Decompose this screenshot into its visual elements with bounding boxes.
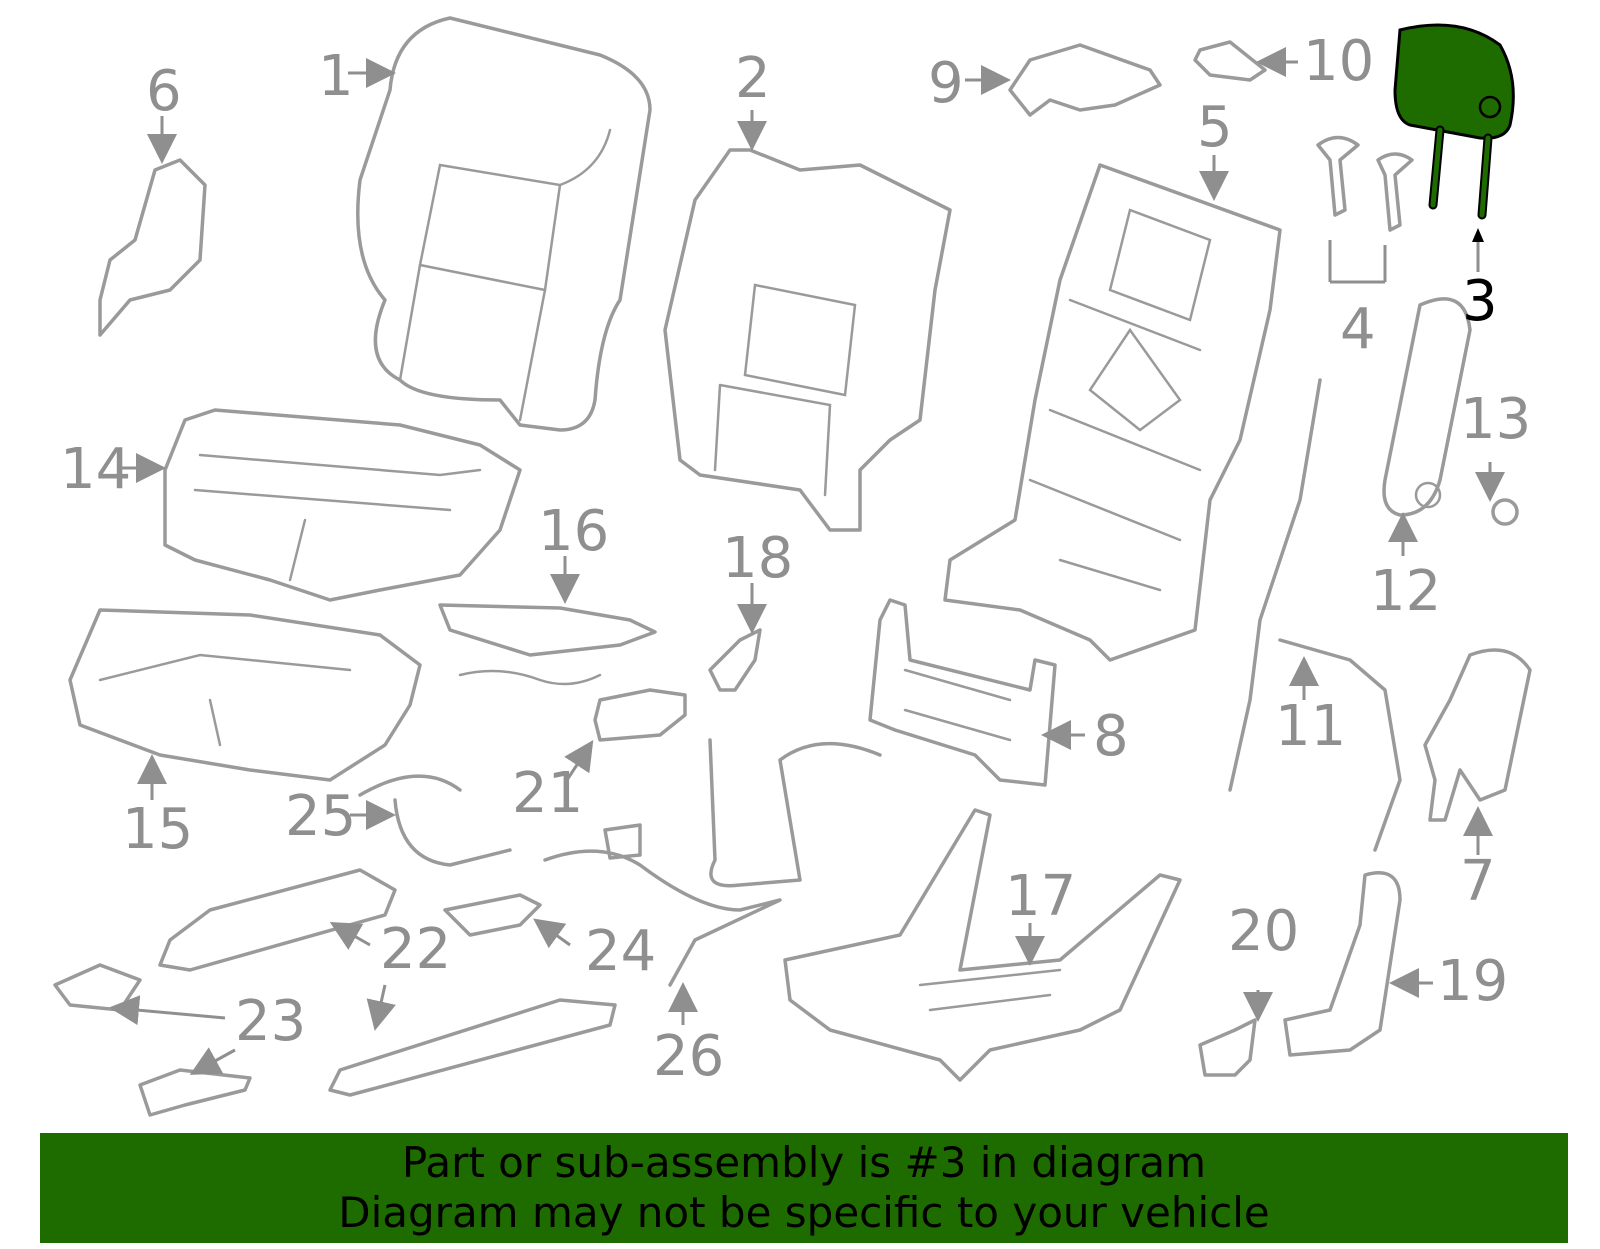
callout-10: 10 [1303,29,1374,94]
part-15-cushion-pad [68,608,422,782]
part-6-side-trim [98,158,207,337]
banner-line-disclaimer: Diagram may not be specific to your vehi… [338,1188,1270,1237]
part-7-side-shield [1423,648,1532,822]
info-banner: Part or sub-assembly is #3 in diagram Di… [40,1133,1568,1243]
callout-15: 15 [122,797,193,862]
callout-20: 20 [1228,899,1299,964]
callout-14: 14 [60,437,131,502]
part-14-cushion-cover [163,408,522,602]
callout-2: 2 [735,46,771,111]
callout-16: 16 [538,499,609,564]
callout-26: 26 [653,1024,724,1089]
part-19-outer-trim [1283,871,1402,1057]
callout-23: 23 [235,989,306,1054]
callout-arrows [109,47,1505,1075]
part-11-cable [1228,378,1402,852]
part-5-seatback-frame [943,163,1282,662]
part-16-pan [438,603,657,686]
callout-6: 6 [146,59,182,124]
part-1-seatback-cover [356,16,652,432]
banner-line-part: Part or sub-assembly is #3 in diagram [401,1138,1207,1187]
part-8-bracket [868,598,1057,787]
part-24-cover [443,893,542,937]
callout-22: 22 [380,917,451,982]
callout-25: 25 [285,784,356,849]
part-26-wire-harness [543,738,882,987]
callout-13: 13 [1460,387,1531,452]
part-3-headrest [1393,23,1515,220]
part-22-seat-track [158,868,617,1097]
part-21-handle [593,688,687,742]
callout-3: 3 [1462,269,1498,334]
callout-8: 8 [1093,704,1129,769]
part-9-cover [1008,43,1162,117]
part-10-clip [1193,40,1267,82]
callout-24: 24 [585,919,656,984]
callout-19: 19 [1437,949,1508,1014]
callout-17: 17 [1005,864,1076,929]
callout-12: 12 [1370,559,1441,624]
callout-4: 4 [1340,297,1376,362]
callout-labels: 1 2 3 4 5 6 7 8 9 10 11 12 13 14 15 16 1… [60,29,1531,1089]
part-18-clip [708,628,762,692]
callout-11: 11 [1275,694,1346,759]
part-12-armrest [1382,297,1472,517]
part-20-cover [1198,1018,1257,1077]
part-13-cap [1491,498,1519,526]
callout-1: 1 [318,44,354,109]
callout-18: 18 [722,526,793,591]
part-23-track-covers [53,963,252,1117]
part-25-cable [358,774,512,867]
callout-7: 7 [1460,849,1496,914]
part-2-seatback-pad [663,148,952,532]
callout-21: 21 [512,761,583,826]
part-17-cushion-frame [783,808,1182,1082]
part-4-headrest-guides [1316,135,1414,284]
callout-9: 9 [928,51,964,116]
callout-5: 5 [1197,95,1233,160]
